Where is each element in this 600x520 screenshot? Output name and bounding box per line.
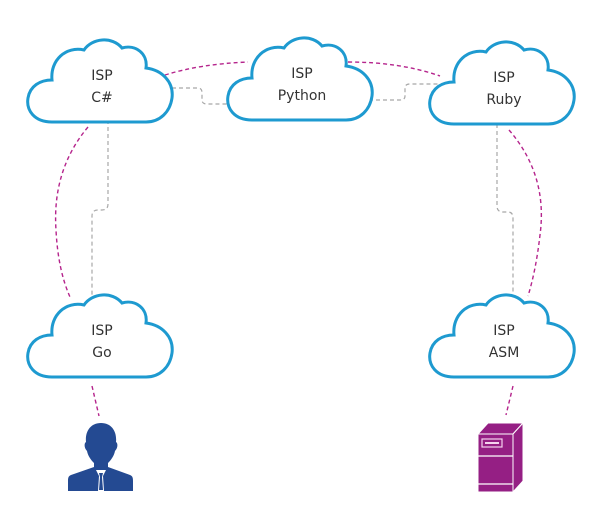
cloud-ruby: ISP Ruby	[428, 40, 576, 126]
link-gray-csharp-python	[165, 87, 236, 105]
cloud-label-line1: ISP	[91, 323, 112, 339]
link-primary-asm-server	[505, 385, 514, 416]
cloud-label-line2: C#	[91, 90, 113, 106]
cloud-label-line1: ISP	[91, 68, 112, 84]
link-gray-csharp-go	[91, 120, 109, 300]
server-icon	[476, 421, 525, 494]
link-gray-python-ruby	[362, 83, 440, 101]
cloud-label-line2: Python	[278, 88, 327, 104]
cloud-python: ISP Python	[226, 36, 374, 122]
link-primary-python-ruby	[347, 61, 441, 77]
cloud-label-line2: ASM	[489, 345, 520, 361]
user-icon	[68, 423, 133, 491]
link-primary-go-user	[91, 385, 100, 417]
cloud-label-line1: ISP	[493, 70, 514, 86]
link-gray-ruby-asm	[496, 124, 514, 300]
cloud-go: ISP Go	[26, 293, 174, 379]
link-primary-csharp-python	[164, 61, 249, 76]
cloud-csharp: ISP C#	[26, 38, 174, 124]
cloud-label-line1: ISP	[291, 66, 312, 82]
link-primary-ruby-asm	[508, 129, 543, 297]
cloud-asm: ISP ASM	[428, 293, 576, 379]
link-primary-csharp-go	[54, 126, 89, 298]
cloud-label-line1: ISP	[493, 323, 514, 339]
cloud-label-line2: Ruby	[486, 92, 521, 108]
cloud-label-line2: Go	[92, 345, 111, 361]
